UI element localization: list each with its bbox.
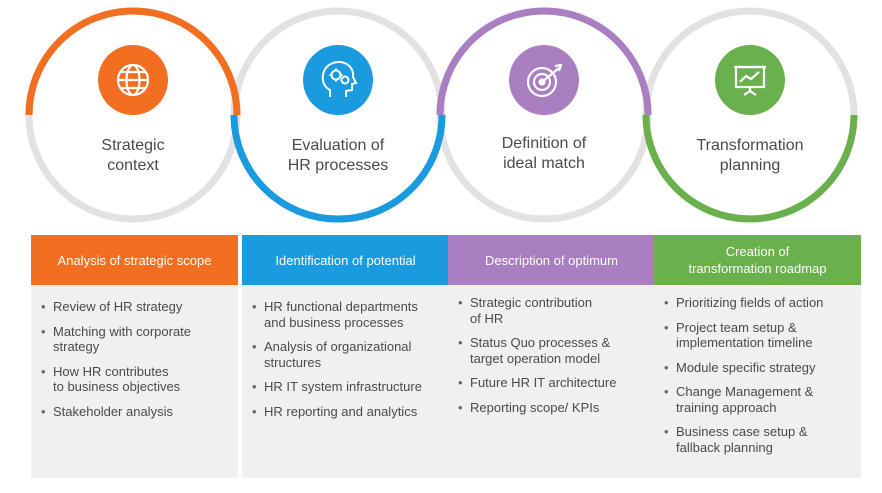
column-optimum: Description of optimum Strategic contrib… [448, 235, 655, 478]
arc-definition [436, 7, 652, 116]
list-item: Review of HR strategy [41, 299, 228, 315]
stage-title-transformation: Transformation planning [696, 137, 804, 174]
list-item: Project team setup & implementation time… [664, 320, 851, 351]
globe-icon [98, 45, 168, 115]
item-list: Review of HR strategy Matching with corp… [31, 285, 238, 419]
list-item: Stakeholder analysis [41, 404, 228, 420]
stage-title-strategic-context: Strategic context [101, 137, 165, 174]
target-arrow-icon [509, 45, 579, 115]
list-item: HR reporting and analytics [252, 404, 439, 420]
column-identification: Identification of potential HR functiona… [242, 235, 449, 478]
item-list: Prioritizing fields of action Project te… [654, 285, 861, 455]
list-item: Reporting scope/ KPIs [458, 400, 645, 416]
arc-transformation [642, 114, 858, 223]
column-header: Analysis of strategic scope [31, 235, 238, 285]
list-item: Analysis of organizational structures [252, 339, 439, 370]
presentation-chart-icon [715, 45, 785, 115]
list-item: Future HR IT architecture [458, 375, 645, 391]
column-header: Identification of potential [242, 235, 449, 285]
arc-strategic-context [25, 7, 241, 116]
column-header: Creation of transformation roadmap [654, 235, 861, 285]
list-item: Module specific strategy [664, 360, 851, 376]
list-item: HR IT system infrastructure [252, 379, 439, 395]
list-item: How HR contributes to business objective… [41, 364, 228, 395]
list-item: Business case setup & fallback planning [664, 424, 851, 455]
list-item: Prioritizing fields of action [664, 295, 851, 311]
stage-title-definition: Definition of ideal match [501, 135, 587, 172]
list-item: Change Management & training approach [664, 384, 851, 415]
column-strategic-scope: Analysis of strategic scope Review of HR… [31, 235, 238, 478]
list-item: Status Quo processes & target operation … [458, 335, 645, 366]
arc-evaluation [230, 114, 446, 223]
column-header: Description of optimum [448, 235, 655, 285]
process-rings [25, 7, 858, 223]
item-list: Strategic contribution of HR Status Quo … [448, 285, 655, 415]
list-item: Strategic contribution of HR [458, 295, 645, 326]
stage-title-evaluation: Evaluation of HR processes [287, 137, 389, 174]
list-item: Matching with corporate strategy [41, 324, 228, 355]
column-roadmap: Creation of transformation roadmap Prior… [654, 235, 861, 478]
item-list: HR functional departments and business p… [242, 285, 449, 419]
head-gears-icon [303, 45, 373, 115]
list-item: HR functional departments and business p… [252, 299, 439, 330]
